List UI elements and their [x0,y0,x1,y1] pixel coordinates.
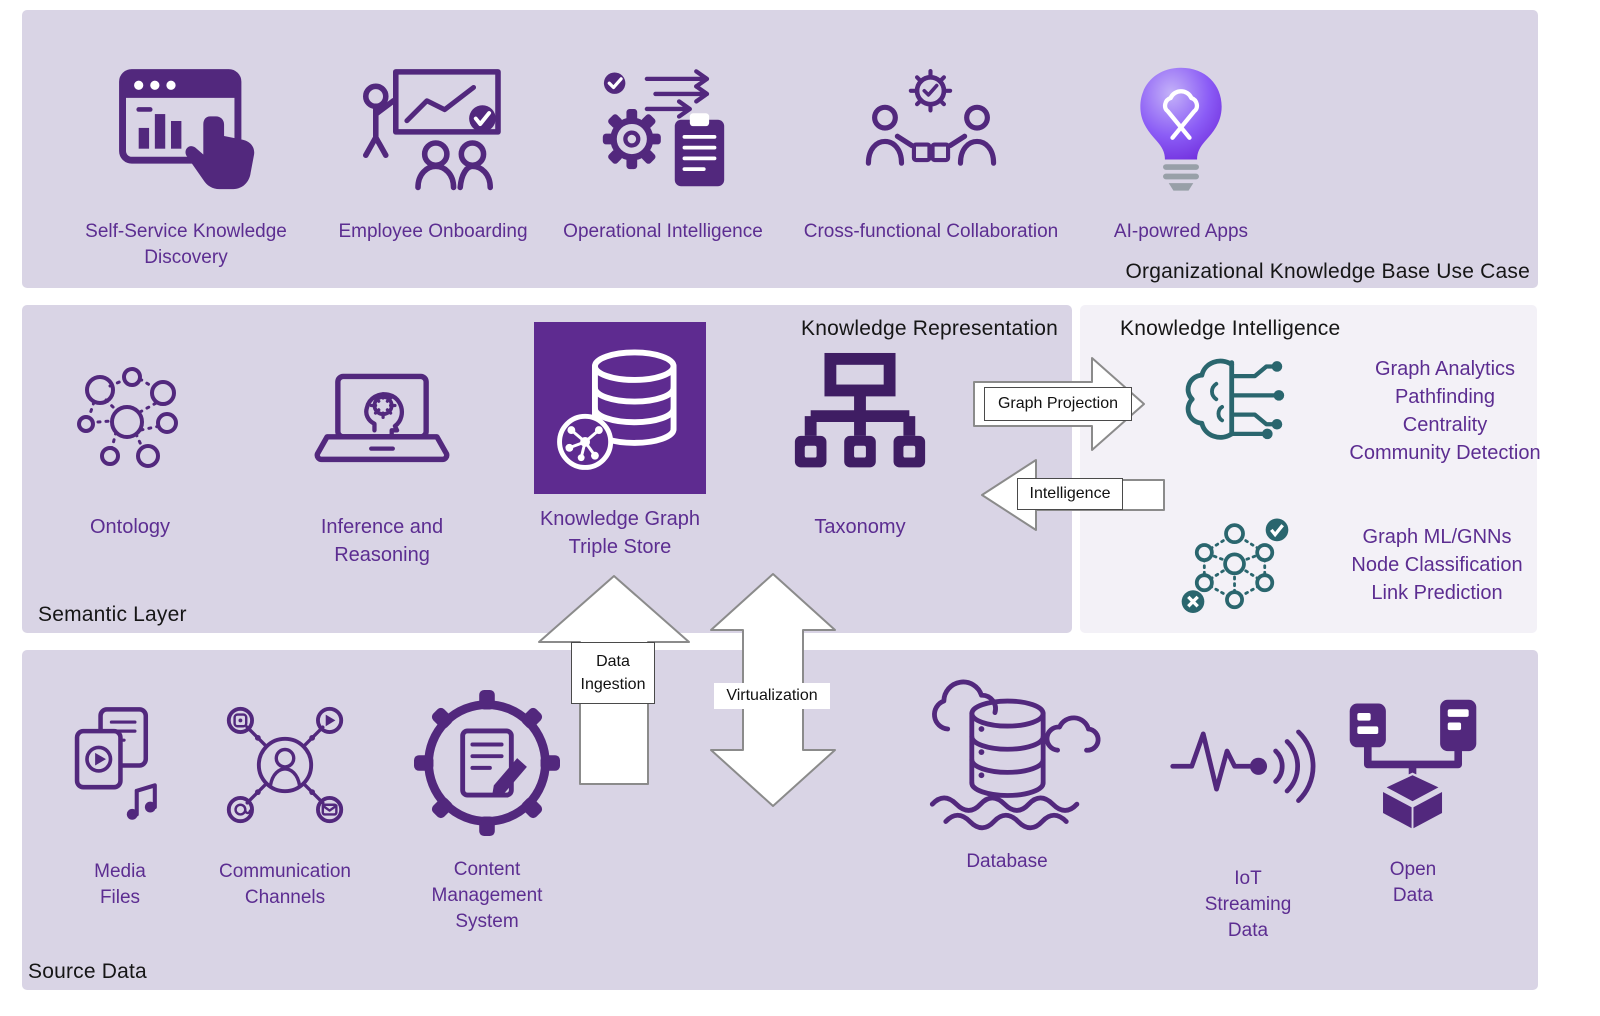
source-node: Database [897,670,1117,875]
semantic-node-label: Ontology [89,516,171,538]
semantic-node: Knowledge Graph Triple Store [520,319,720,561]
source-node-label: Communication Channels [219,861,351,909]
use-case-node: Employee Onboarding [323,50,543,245]
semantic-node-label: Knowledge Graph Triple Store [539,508,701,558]
employee-onboarding-icon [363,69,501,191]
source-node: Content Management System [387,678,587,936]
taxonomy-icon [794,352,926,468]
intelligence-label: Intelligence [1017,478,1123,510]
ki-line: Graph ML/GNNs [1362,526,1512,549]
operational-intelligence-icon [602,68,724,186]
graph-analytics-row: Graph Analytics Pathfinding Centrality C… [1172,353,1574,469]
ki-line: Community Detection [1349,441,1541,464]
ontology-icon [77,367,178,468]
data-ingestion-label: Data Ingestion [571,642,655,704]
source-node: Media Files [50,680,190,911]
iot-streaming-icon [1170,729,1316,803]
content-management-system-icon [414,690,560,836]
knowledge-intelligence-panel: Knowledge Intelligence Graph Analytics P… [1080,305,1541,633]
use-case-node: AI-powred Apps [1071,50,1291,245]
source-node-label: Content Management System [431,859,543,933]
brain-circuit-icon [1185,358,1285,440]
inference-reasoning-icon [314,374,450,463]
source-data-panel: Media Files [22,650,1538,990]
ki-line: Link Prediction [1371,582,1503,605]
semantic-node-label: Inference and Reasoning [320,516,444,566]
ki-line: Pathfinding [1394,385,1496,408]
virtualization-label: Virtualization [714,683,830,709]
semantic-node: Ontology [40,335,220,542]
graph-ml-network-icon [1181,518,1289,613]
knowledge-representation-title: Knowledge Representation [801,317,1058,340]
use-case-layer-title: Organizational Knowledge Base Use Case [1125,260,1530,283]
source-node: Communication Channels [185,680,385,911]
use-case-label: AI-powred Apps [1113,221,1249,242]
graph-projection-label: Graph Projection [984,387,1132,421]
use-case-label: Self-Service Knowledge Discovery [85,221,287,269]
use-case-label: Operational Intelligence [563,221,763,242]
graph-ml-text: Graph ML/GNNs Node Classification Link P… [1308,523,1566,607]
semantic-layer-title: Semantic Layer [38,603,187,626]
use-case-node: Cross-functional Collaboration [791,50,1071,245]
media-files-icon [74,707,157,820]
graph-ml-row: Graph ML/GNNs Node Classification Link P… [1176,511,1566,620]
semantic-node-label: Taxonomy [814,516,906,538]
semantic-layer-panel: Knowledge Representation Ontology [22,305,1072,633]
ki-line: Graph Analytics [1374,357,1516,380]
source-node-label: IoT Streaming Data [1204,868,1292,942]
source-data-layer-title: Source Data [28,960,147,983]
use-case-layer-panel: Self-Service Knowledge Discovery Employe… [22,10,1538,288]
knowledge-graph-triple-store-icon [534,322,706,494]
database-icon [929,680,1101,831]
semantic-node: Inference and Reasoning [282,335,482,569]
source-node-label: Database [966,851,1048,872]
source-node-label: Open Data [1389,859,1437,907]
graph-analytics-text: Graph Analytics Pathfinding Centrality C… [1316,355,1574,467]
semantic-node: Taxonomy [760,335,960,542]
open-data-icon [1349,699,1477,829]
source-node-label: Media Files [94,861,146,909]
cross-functional-collaboration-icon [865,68,997,166]
use-case-label: Employee Onboarding [338,221,528,242]
ki-line: Centrality [1402,413,1488,436]
use-case-node: Self-Service Knowledge Discovery [76,50,296,271]
ai-lightbulb-icon [1140,67,1222,191]
use-case-label: Cross-functional Collaboration [803,221,1059,242]
knowledge-intelligence-title: Knowledge Intelligence [1120,317,1341,340]
source-node: IoT Streaming Data [1158,688,1338,945]
ki-line: Node Classification [1351,554,1523,577]
source-node: Open Data [1333,678,1493,909]
use-case-node: Operational Intelligence [548,50,778,245]
self-service-knowledge-discovery-icon [119,68,255,189]
communication-channels-icon [226,706,344,824]
